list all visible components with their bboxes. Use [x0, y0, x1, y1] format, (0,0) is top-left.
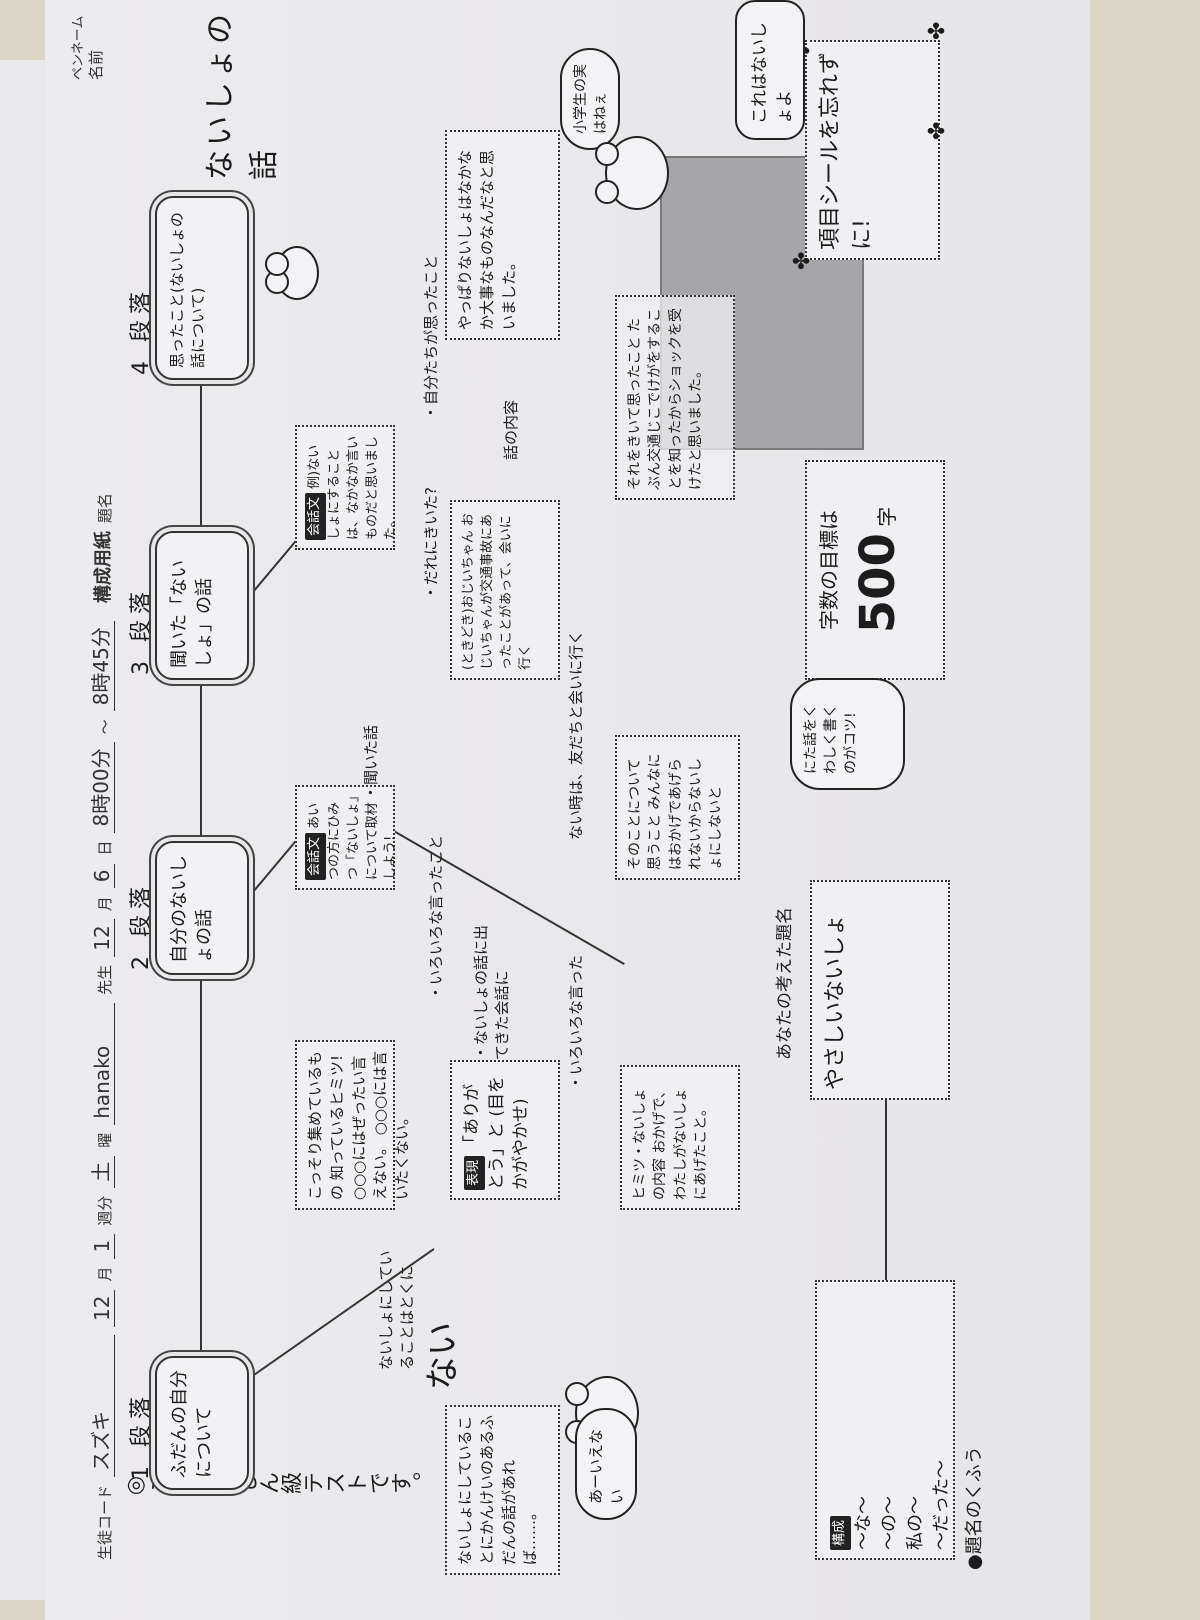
goal-count: 500: [850, 533, 906, 634]
form-title: 構成用紙: [93, 531, 114, 604]
paragraph-2-label: 2 段落: [129, 881, 154, 970]
worksheet: 生徒コード スズキ 12 月 1 週分 土曜 hanako 先生 12 月 6 日 8時0…: [45, 0, 1090, 1620]
paragraph-2-box: 自分のないしょの話: [155, 841, 249, 975]
annotation-none-big: ない: [423, 1322, 463, 1390]
word-count-goal: 字数の目標は 500 字: [805, 460, 945, 680]
clover-icon: ✤: [790, 251, 815, 270]
time-separator: 〜: [96, 719, 114, 735]
cant-say-speech-bubble: あーいえない: [575, 1408, 637, 1520]
heard-story-box: (ときどき)おじいちゃん おじいちゃんが交通事故にあったことがあって、会いに行く: [450, 500, 560, 680]
student-code-label: 生徒コード: [96, 1484, 114, 1560]
annotation-none: ないしょにしていることはとくに: [377, 1250, 416, 1370]
annotation-said: ・いろいろな言ったこと: [427, 834, 445, 1000]
date-month-unit: 月: [96, 896, 114, 912]
title-label: 題名: [96, 493, 114, 524]
conclusion-box: やっぱりないしょはなかなか大事なものなんだなと思いました。: [445, 130, 560, 340]
student-code: スズキ: [85, 1334, 115, 1477]
teacher-unit: 先生: [96, 964, 114, 995]
time-end: 8時45分: [85, 621, 115, 712]
annotation-said-2: ・いろいろな言った: [567, 954, 585, 1090]
secret-content-box: ヒミツ・ないしょの内容 おかげで、わたしがないしょにあげたこと。: [620, 1065, 740, 1210]
arrow: [245, 538, 298, 601]
date-day: 6: [90, 863, 115, 889]
goal-unit: 字: [875, 506, 899, 527]
structure-badge: 構成: [830, 1515, 851, 1550]
name-label: 名前: [87, 49, 105, 80]
goal-prefix: 字数の目標は: [817, 510, 841, 630]
arrow: [245, 838, 298, 901]
structure-line: 〜な〜: [853, 1496, 875, 1550]
clover-icon: ✤: [925, 121, 950, 140]
annotation-thought: ・自分たちが思ったこと: [422, 254, 440, 420]
paragraph-1-label: 1 段落: [129, 1391, 154, 1480]
example-badge: 会話文: [305, 492, 326, 540]
penname-label: ペンネーム: [71, 15, 86, 80]
clover-icon: ✤: [925, 21, 950, 40]
weekday-unit: 曜: [96, 1132, 114, 1148]
paragraph-4-label: 4 段落: [129, 286, 154, 375]
bear-icon: [605, 136, 669, 210]
interview-box: 会話文あいつの方にひみつ「ないしょ」について取材しよう!: [295, 785, 398, 890]
annotation-heard: ・聞いた話: [362, 724, 380, 800]
title-box: やさしいないしょ: [810, 880, 950, 1100]
week: 1: [90, 1233, 115, 1259]
expression-badge: 表現: [464, 1155, 485, 1190]
related-story-box: ないしょにしていることにかんけいのあるふだんの話があれば……。: [445, 1405, 560, 1575]
structure-box: 構成 〜な〜 〜の〜 私の〜 〜だった〜: [815, 1280, 955, 1560]
sticker-reminder: 項目シールを忘れずに!: [805, 40, 940, 260]
paragraph-4-box: 思ったこと(ないしょの話について): [155, 196, 249, 380]
week-unit: 週分: [96, 1195, 114, 1226]
structure-line: 私の〜: [905, 1496, 927, 1550]
adjacent-page: [0, 60, 49, 1600]
structure-line: 〜の〜: [879, 1496, 901, 1550]
paragraph-3-label: 3 段落: [129, 586, 154, 675]
thoughts-box: そのことについて思うこと みんなにはおかげであげられないからないしょにしないと: [615, 735, 740, 880]
after-hearing-box: それをきいて思ったこと たぶん交通じこでけがをすることを知ったからショックを受け…: [615, 295, 735, 500]
interview-badge: 会話文: [305, 832, 326, 880]
expression-box: 表現「ありがとう」と (目をかがやかせ): [450, 1060, 560, 1200]
example-box: 会話文例)ないしょにすることは、なかなか言いものだと思いました。: [295, 425, 398, 550]
annotation-content: 話の内容: [502, 399, 520, 460]
date-month: 12: [90, 919, 115, 957]
annotation-who: ・だれにきいた?: [422, 487, 440, 600]
paragraph-1-box: ふだんの自分について: [155, 1356, 249, 1490]
annotation-visit: ない時は、友だちと会いに行く: [567, 629, 585, 840]
paragraph-3-box: 聞いた「ないしょ」の話: [155, 531, 249, 680]
title-tips-heading: ●題名のくふう: [964, 1446, 985, 1570]
handwritten-title: ないしょの話: [203, 10, 282, 180]
structure-line: 〜だった〜: [931, 1460, 953, 1550]
worksheet-header: 生徒コード スズキ 12 月 1 週分 土曜 hanako 先生 12 月 6 日 8時0…: [85, 493, 115, 1560]
month: 12: [90, 1289, 115, 1327]
bear-icon: [275, 246, 319, 300]
date-day-unit: 日: [96, 840, 114, 856]
time-start: 8時00分: [85, 742, 115, 833]
weekday: 土: [85, 1155, 115, 1188]
annotation-conversation: ・ないしょの話に出てきた会話に: [472, 924, 511, 1060]
tip-cloud: にた話をくわしく書くのがコツ!: [790, 678, 905, 790]
secret-speech-bubble: これはないしょよ: [735, 0, 805, 140]
arrow: [885, 1100, 887, 1280]
title-box-label: あなたの考えた題名: [775, 907, 795, 1060]
teacher: hanako: [90, 1002, 115, 1125]
secret-items-box: こっそり集めているもの 知っているヒミツ! ○○○にはぜったい言えない。 ○○○…: [295, 1040, 411, 1210]
elementary-speech-bubble: 小学生の実はねぇ: [560, 48, 620, 150]
month-unit: 月: [96, 1266, 114, 1282]
